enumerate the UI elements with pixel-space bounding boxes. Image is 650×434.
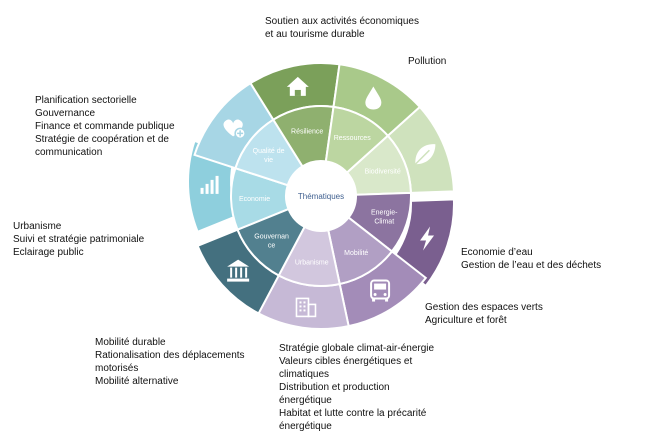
segment-biodiversite: Biodiversité — [345, 105, 455, 196]
house-icon — [286, 76, 309, 96]
segment-label-biodiversite: Biodiversité — [365, 169, 401, 176]
annotation-pollution: Pollution — [408, 56, 447, 67]
institution-icon — [227, 259, 250, 282]
lightning-icon — [420, 226, 435, 251]
annotation-espaces-verts: Gestion des espaces verts Agriculture et… — [425, 302, 543, 326]
annotation-energie: Stratégie globale climat-air-énergie Val… — [279, 343, 435, 432]
annotation-economie: Soutien aux activités économiques et au … — [265, 16, 419, 40]
annotation-mobilite: Mobilité durable Rationalisation des dép… — [95, 337, 245, 387]
annotation-gouvernance: Planification sectorielle Gouvernance Fi… — [35, 95, 175, 158]
building-icon — [295, 297, 317, 318]
segment-urbanisme: Urbanisme — [257, 225, 350, 330]
water-drop-icon — [365, 86, 382, 110]
center-label: Thématiques — [298, 192, 344, 201]
heart-plus-icon — [223, 119, 246, 140]
segment-label-urbanisme: Urbanisme — [295, 259, 329, 266]
segment-label-economie: Economie — [239, 196, 270, 203]
bus-icon — [370, 279, 391, 302]
wheel-center — [286, 161, 356, 231]
segment-label-mobilite: Mobilité — [344, 250, 368, 257]
annotation-urbanisme: Urbanisme Suivi et stratégie patrimonial… — [13, 221, 145, 258]
bar-chart-icon — [200, 175, 219, 194]
segment-label-energie: Energie-Climat — [371, 210, 398, 226]
leaf-icon — [413, 144, 436, 166]
segment-label-ressources: Ressources — [334, 135, 371, 142]
segment-label-resilience: Résilience — [291, 128, 323, 135]
annotation-eau: Economie d’eau Gestion de l’eau et des d… — [461, 247, 602, 271]
